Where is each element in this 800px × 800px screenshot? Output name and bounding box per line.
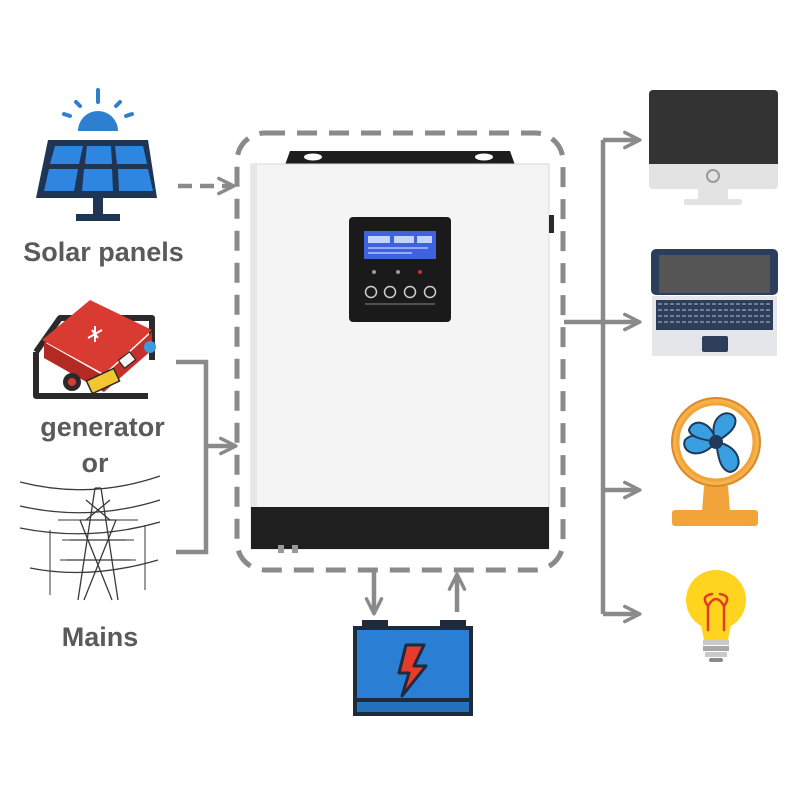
- solar-panel-icon: [36, 88, 157, 221]
- mains-label: Mains: [61, 622, 139, 652]
- battery-icon: [353, 620, 473, 716]
- transmission-tower-icon: [19, 475, 161, 601]
- lcd-screen: [364, 231, 436, 259]
- desktop-monitor-icon: [649, 90, 778, 205]
- generator-label: generator: [40, 412, 165, 442]
- connector-generator: [176, 359, 209, 555]
- light-bulb-icon: [686, 570, 746, 662]
- inverter: [250, 151, 554, 553]
- panel-button-3: [403, 285, 417, 299]
- lcd-control-panel: [349, 217, 451, 322]
- panel-button-1: [364, 285, 378, 299]
- fan-icon: [671, 397, 761, 526]
- or-label: or: [81, 448, 109, 478]
- generator-icon: [33, 300, 156, 399]
- system-boundary: [234, 130, 566, 573]
- panel-button-4: [423, 285, 437, 299]
- connector-loads-bus: [564, 140, 606, 614]
- panel-button-2: [383, 285, 397, 299]
- laptop-icon: [651, 249, 778, 356]
- solar-panels-label: Solar panels: [23, 237, 184, 267]
